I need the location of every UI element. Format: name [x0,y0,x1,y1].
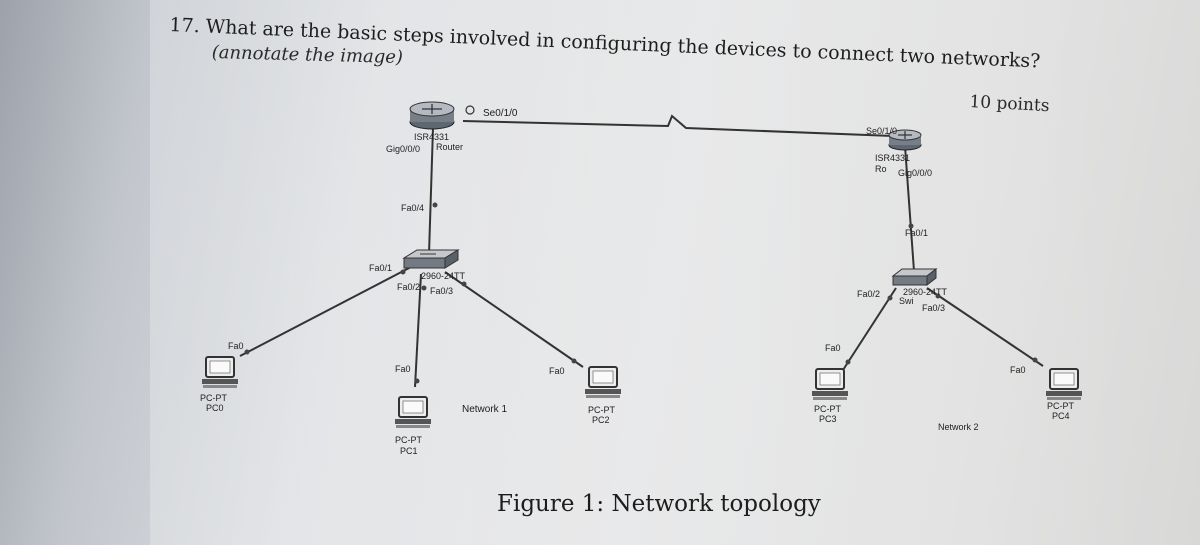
link-switch2-pc4 [926,287,1044,367]
router1[interactable] [409,101,455,130]
pc3-name-label: PC3 [819,414,837,424]
computer-icon [394,396,432,429]
switch1-model-label: 2960-24TT [421,271,466,281]
links [239,114,1044,388]
figure-caption: Figure 1: Network topology [497,491,821,517]
pc1[interactable] [394,396,432,429]
router1-kind-label: Router [436,142,463,152]
router2-gig-port-label: Gig0/0/0 [898,168,932,178]
pc1-name-label: PC1 [400,446,418,456]
pc2-type-label: PC-PT [588,405,616,415]
router1-gig-port-label: Gig0/0/0 [386,144,420,154]
router1-serial-port-label: Se0/1/0 [483,108,518,119]
router-icon [898,131,912,139]
router2-serial-port-label: Se0/1/0 [866,126,897,136]
pc1-port-label: Fa0 [395,364,411,374]
switch1-port-fa0-4: Fa0/4 [401,203,424,213]
pc4-port-label: Fa0 [1010,365,1026,375]
switch2-name-label: Swi [899,296,914,306]
switch1-port-fa0-3: Fa0/3 [430,286,453,296]
computer-icon [1045,368,1083,401]
router2-kind-label: Ro [875,164,887,174]
switch2-port-fa0-3: Fa0/3 [922,303,945,313]
switch2-port-fa0-1: Fa0/1 [905,228,928,238]
pc0-name-label: PC0 [206,403,224,413]
pc0[interactable] [201,356,239,389]
pc4-name-label: PC4 [1052,411,1070,421]
link-switch1-pc0 [239,266,412,357]
switch1-port-fa0-1: Fa0/1 [369,263,392,273]
switch2-port-fa0-2: Fa0/2 [857,289,880,299]
computer-icon [811,368,849,401]
paper-sheet [150,0,1200,545]
serial-link [462,114,894,137]
router2[interactable] [888,129,922,151]
pc2-port-label: Fa0 [549,366,565,376]
link-switch1-pc1 [414,273,422,388]
link-router1-switch1 [428,127,434,255]
pc4[interactable] [1045,368,1083,401]
pc3-port-label: Fa0 [825,343,841,353]
pc3[interactable] [811,368,849,401]
computer-icon [584,366,622,399]
router-icon [422,104,442,114]
router1-model-label: ISR4331 [414,132,449,142]
network-1-label: Network 1 [462,404,507,415]
pc0-type-label: PC-PT [200,393,228,403]
link-router2-switch2 [904,145,915,272]
pc3-type-label: PC-PT [814,404,842,414]
link-markers [244,105,1038,384]
network-2-label: Network 2 [938,422,979,432]
switch1[interactable] [402,249,460,269]
switch1-port-fa0-2: Fa0/2 [397,282,420,292]
pc2[interactable] [584,366,622,399]
link-switch2-pc3 [842,287,897,371]
computer-icon [201,356,239,389]
pc4-type-label: PC-PT [1047,401,1075,411]
link-switch1-pc2 [444,271,584,368]
pc0-port-label: Fa0 [228,341,244,351]
pc1-type-label: PC-PT [395,435,423,445]
pc2-name-label: PC2 [592,415,610,425]
switch2-model-label: 2960-24TT [903,287,948,297]
router2-model-label: ISR4331 [875,153,910,163]
switch2[interactable] [891,267,938,287]
